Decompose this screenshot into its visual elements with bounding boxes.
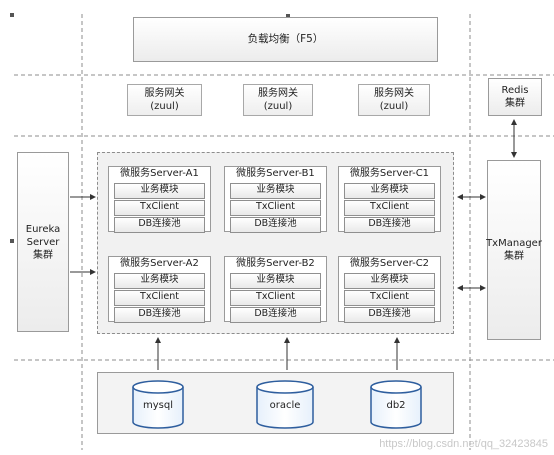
service-title: 微服务Server-C2 <box>349 258 430 269</box>
watermark-text: https://blog.csdn.net/qq_32423845 <box>379 438 548 450</box>
db2-label: db2 <box>386 400 406 411</box>
service-title: 微服务Server-C1 <box>349 168 430 179</box>
service-module-row: 业务模块 <box>114 273 205 289</box>
gateway-label: 服务网关 <box>144 88 185 99</box>
service-txclient-row: TxClient <box>344 200 435 216</box>
redis-sublabel: 集群 <box>505 98 525 109</box>
service-module-row: 业务模块 <box>114 183 205 199</box>
load-balancer-box: 负载均衡（F5） <box>133 17 438 62</box>
service-dbpool-row: DB连接池 <box>344 307 435 323</box>
eureka-server-box: Eureka Server 集群 <box>17 152 69 332</box>
service-card-a1: 微服务Server-A1 业务模块 TxClient DB连接池 <box>108 166 211 233</box>
service-module-row: 业务模块 <box>230 273 321 289</box>
service-card-c2: 微服务Server-C2 业务模块 TxClient DB连接池 <box>338 256 441 323</box>
gateway-sublabel: (zuul) <box>263 101 293 112</box>
service-card-b1: 微服务Server-B1 业务模块 TxClient DB连接池 <box>224 166 327 233</box>
oracle-db-icon <box>256 380 314 429</box>
service-dbpool-row: DB连接池 <box>344 217 435 233</box>
service-card-a2: 微服务Server-A2 业务模块 TxClient DB连接池 <box>108 256 211 323</box>
service-title: 微服务Server-B1 <box>236 168 315 179</box>
service-title: 微服务Server-B2 <box>236 258 315 269</box>
gateway-sublabel: (zuul) <box>150 101 179 112</box>
service-txclient-row: TxClient <box>114 200 205 216</box>
eureka-label-3: 集群 <box>33 249 53 261</box>
service-card-c1: 微服务Server-C1 业务模块 TxClient DB连接池 <box>338 166 441 233</box>
redis-label: Redis <box>501 85 529 96</box>
txmanager-box: TxManager 集群 <box>486 160 542 340</box>
service-card-b2: 微服务Server-B2 业务模块 TxClient DB连接池 <box>224 256 327 323</box>
mysql-label: mysql <box>143 400 173 411</box>
service-txclient-row: TxClient <box>230 200 321 216</box>
service-title: 微服务Server-A2 <box>120 258 199 269</box>
eureka-label-2: Server <box>26 236 60 248</box>
service-dbpool-row: DB连接池 <box>230 217 321 233</box>
gateway-sublabel: (zuul) <box>379 101 409 112</box>
service-module-row: 业务模块 <box>344 183 435 199</box>
mysql-db-icon <box>132 380 184 429</box>
service-dbpool-row: DB连接池 <box>114 217 205 233</box>
load-balancer-label: 负载均衡（F5） <box>247 33 324 45</box>
service-txclient-row: TxClient <box>230 290 321 306</box>
oracle-label: oracle <box>269 400 301 411</box>
service-title: 微服务Server-A1 <box>120 168 199 179</box>
gateway-box-2: 服务网关 (zuul) <box>243 84 313 116</box>
txmanager-label: TxManager <box>486 238 542 249</box>
service-txclient-row: TxClient <box>114 290 205 306</box>
gateway-label: 服务网关 <box>374 88 414 99</box>
gateway-box-3: 服务网关 (zuul) <box>358 84 430 116</box>
db2-db-icon <box>370 380 422 429</box>
gateway-label: 服务网关 <box>258 88 298 99</box>
gateway-box-1: 服务网关 (zuul) <box>127 84 202 116</box>
service-dbpool-row: DB连接池 <box>114 307 205 323</box>
redis-cluster-box: Redis 集群 <box>488 78 542 116</box>
service-txclient-row: TxClient <box>344 290 435 306</box>
txmanager-sublabel: 集群 <box>504 251 524 262</box>
service-dbpool-row: DB连接池 <box>230 307 321 323</box>
service-module-row: 业务模块 <box>230 183 321 199</box>
service-module-row: 业务模块 <box>344 273 435 289</box>
eureka-label-1: Eureka <box>25 223 61 235</box>
